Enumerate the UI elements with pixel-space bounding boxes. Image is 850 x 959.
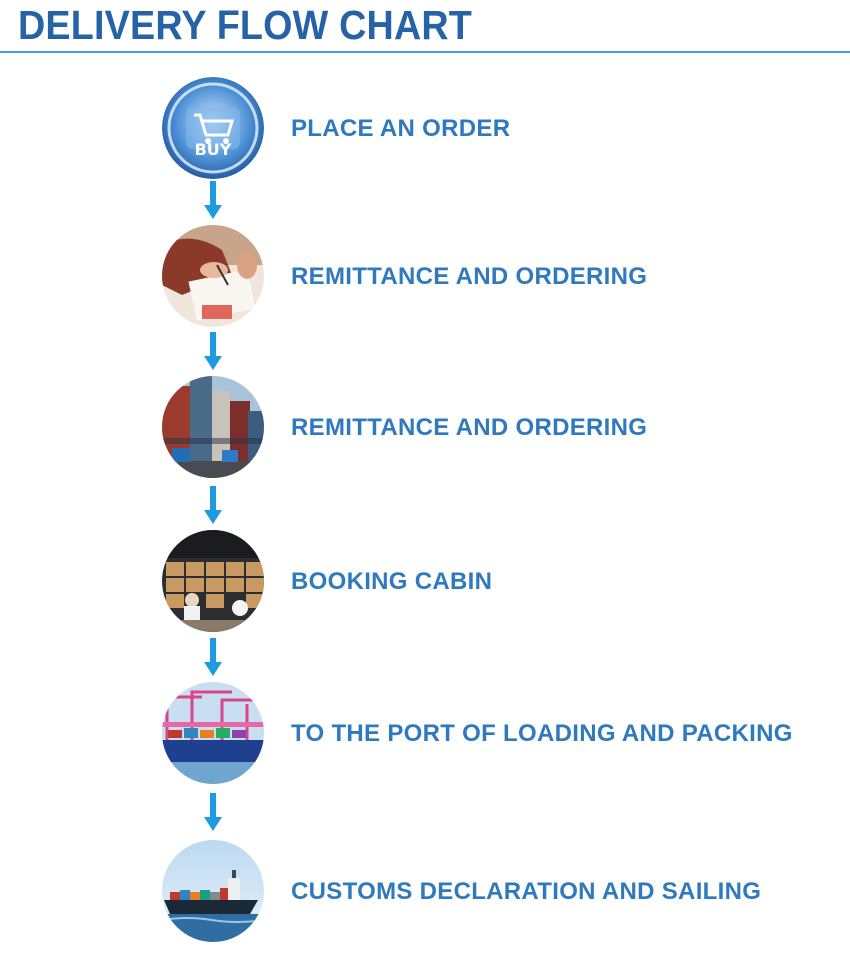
shipping-containers-image [162, 376, 264, 478]
flow-step-port-loading-packing: TO THE PORT OF LOADING AND PACKING [0, 682, 850, 786]
title-divider [0, 51, 850, 53]
shopping-cart-buy-icon: BUY [162, 77, 264, 179]
step-label: REMITTANCE AND ORDERING [291, 263, 648, 290]
arrow-down-icon [203, 486, 223, 526]
arrow-down-icon [203, 793, 223, 833]
port-cranes-ship-image [162, 682, 264, 784]
arrow-down-icon [203, 332, 223, 372]
page-title: DELIVERY FLOW CHART [18, 2, 473, 48]
flow-step-booking-cabin: BOOKING CABIN [0, 530, 850, 634]
arrow-down-icon [203, 638, 223, 678]
flow-step-customs-sailing: CUSTOMS DECLARATION AND SAILING [0, 840, 850, 944]
step-label: PLACE AN ORDER [291, 115, 511, 142]
flow-step-remittance-ordering: REMITTANCE AND ORDERING [0, 225, 850, 329]
container-ship-sailing-image [162, 840, 264, 942]
arrow-down-icon [203, 181, 223, 221]
step-label: REMITTANCE AND ORDERING [291, 414, 648, 441]
step-label: TO THE PORT OF LOADING AND PACKING [291, 720, 793, 747]
buy-icon-text: BUY [195, 140, 232, 159]
payment-signing-image [162, 225, 264, 327]
step-label: CUSTOMS DECLARATION AND SAILING [291, 878, 762, 905]
step-label: BOOKING CABIN [291, 568, 493, 595]
warehouse-cartons-image [162, 530, 264, 632]
flow-step-place-order: BUY PLACE AN ORDER [0, 77, 850, 181]
flow-step-remittance-ordering-2: REMITTANCE AND ORDERING [0, 376, 850, 480]
